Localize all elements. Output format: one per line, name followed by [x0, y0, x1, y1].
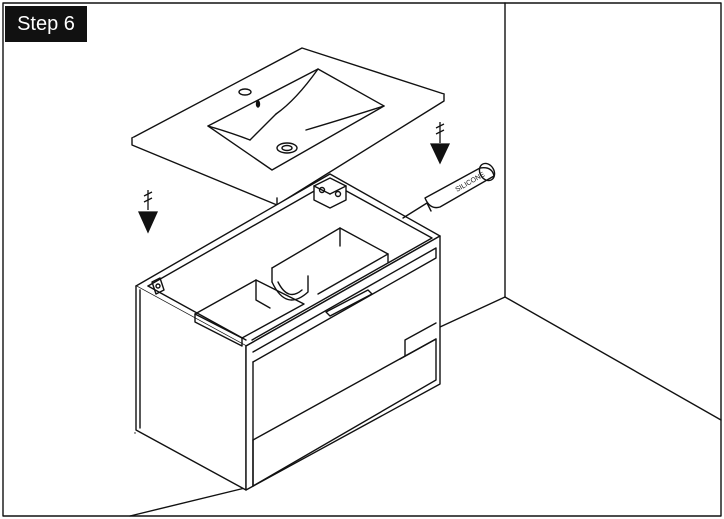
step-badge: Step 6	[5, 6, 87, 42]
mounting-bracket-icon	[313, 177, 347, 209]
down-arrow-icon	[429, 122, 451, 165]
drain-icon	[276, 142, 298, 154]
down-arrow-icon	[137, 190, 159, 234]
vanity-cabinet	[135, 173, 441, 491]
faucet-hole-icon	[238, 88, 252, 96]
countertop-sink	[131, 47, 445, 206]
room-corner	[129, 2, 722, 517]
silicone-tube	[402, 162, 496, 219]
